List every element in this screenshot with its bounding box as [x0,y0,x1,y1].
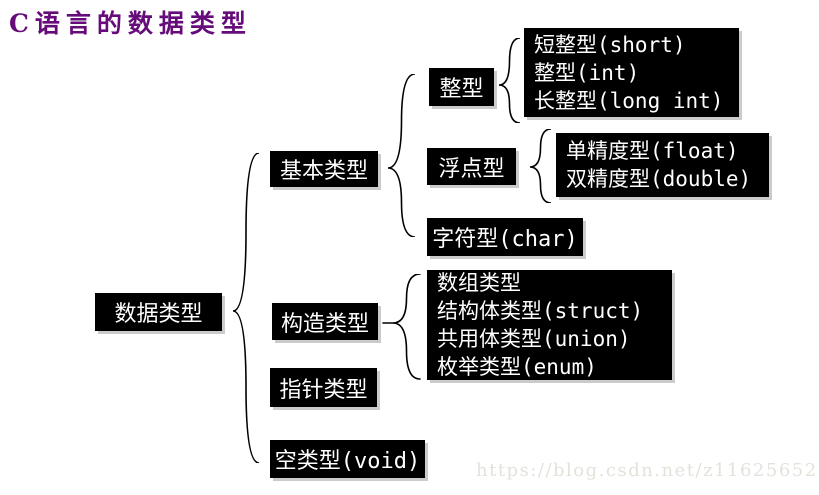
node-char-type: 字符型(char) [427,218,583,256]
node-void-type: 空类型(void) [270,440,425,478]
brace-basic-to-children [388,74,415,237]
list-item: 结构体类型(struct) [437,299,644,323]
node-constructed-type: 构造类型 [272,303,378,340]
node-pointer-type: 指针类型 [270,368,377,407]
brace-constructed-to-items [382,274,421,380]
group-float-items: 单精度型(float) 双精度型(double) [556,133,769,197]
page-title: C语言的数据类型 [9,9,252,38]
list-item: 单精度型(float) [566,139,739,163]
brace-float-to-items [530,129,551,203]
list-item: 枚举类型(enum) [437,355,597,379]
node-float-type: 浮点型 [427,148,516,185]
list-item: 共用体类型(union) [437,327,631,351]
node-integer-type: 整型 [429,68,494,106]
list-item: 短整型(short) [534,32,686,57]
group-constructed-items: 数组类型 结构体类型(struct) 共用体类型(union) 枚举类型(enu… [427,270,672,380]
watermark-url: https://blog.csdn.net/z1162565234 [476,460,819,481]
brace-root-to-branches [233,153,259,463]
group-integer-items: 短整型(short) 整型(int) 长整型(long int) [524,28,739,117]
list-item: 整型(int) [534,60,640,85]
node-basic-type: 基本类型 [270,151,378,187]
list-item: 长整型(long int) [534,88,724,113]
node-data-type-root: 数据类型 [95,293,222,331]
list-item: 双精度型(double) [566,167,752,191]
brace-integer-to-items [499,38,520,123]
list-item: 数组类型 [437,271,521,295]
